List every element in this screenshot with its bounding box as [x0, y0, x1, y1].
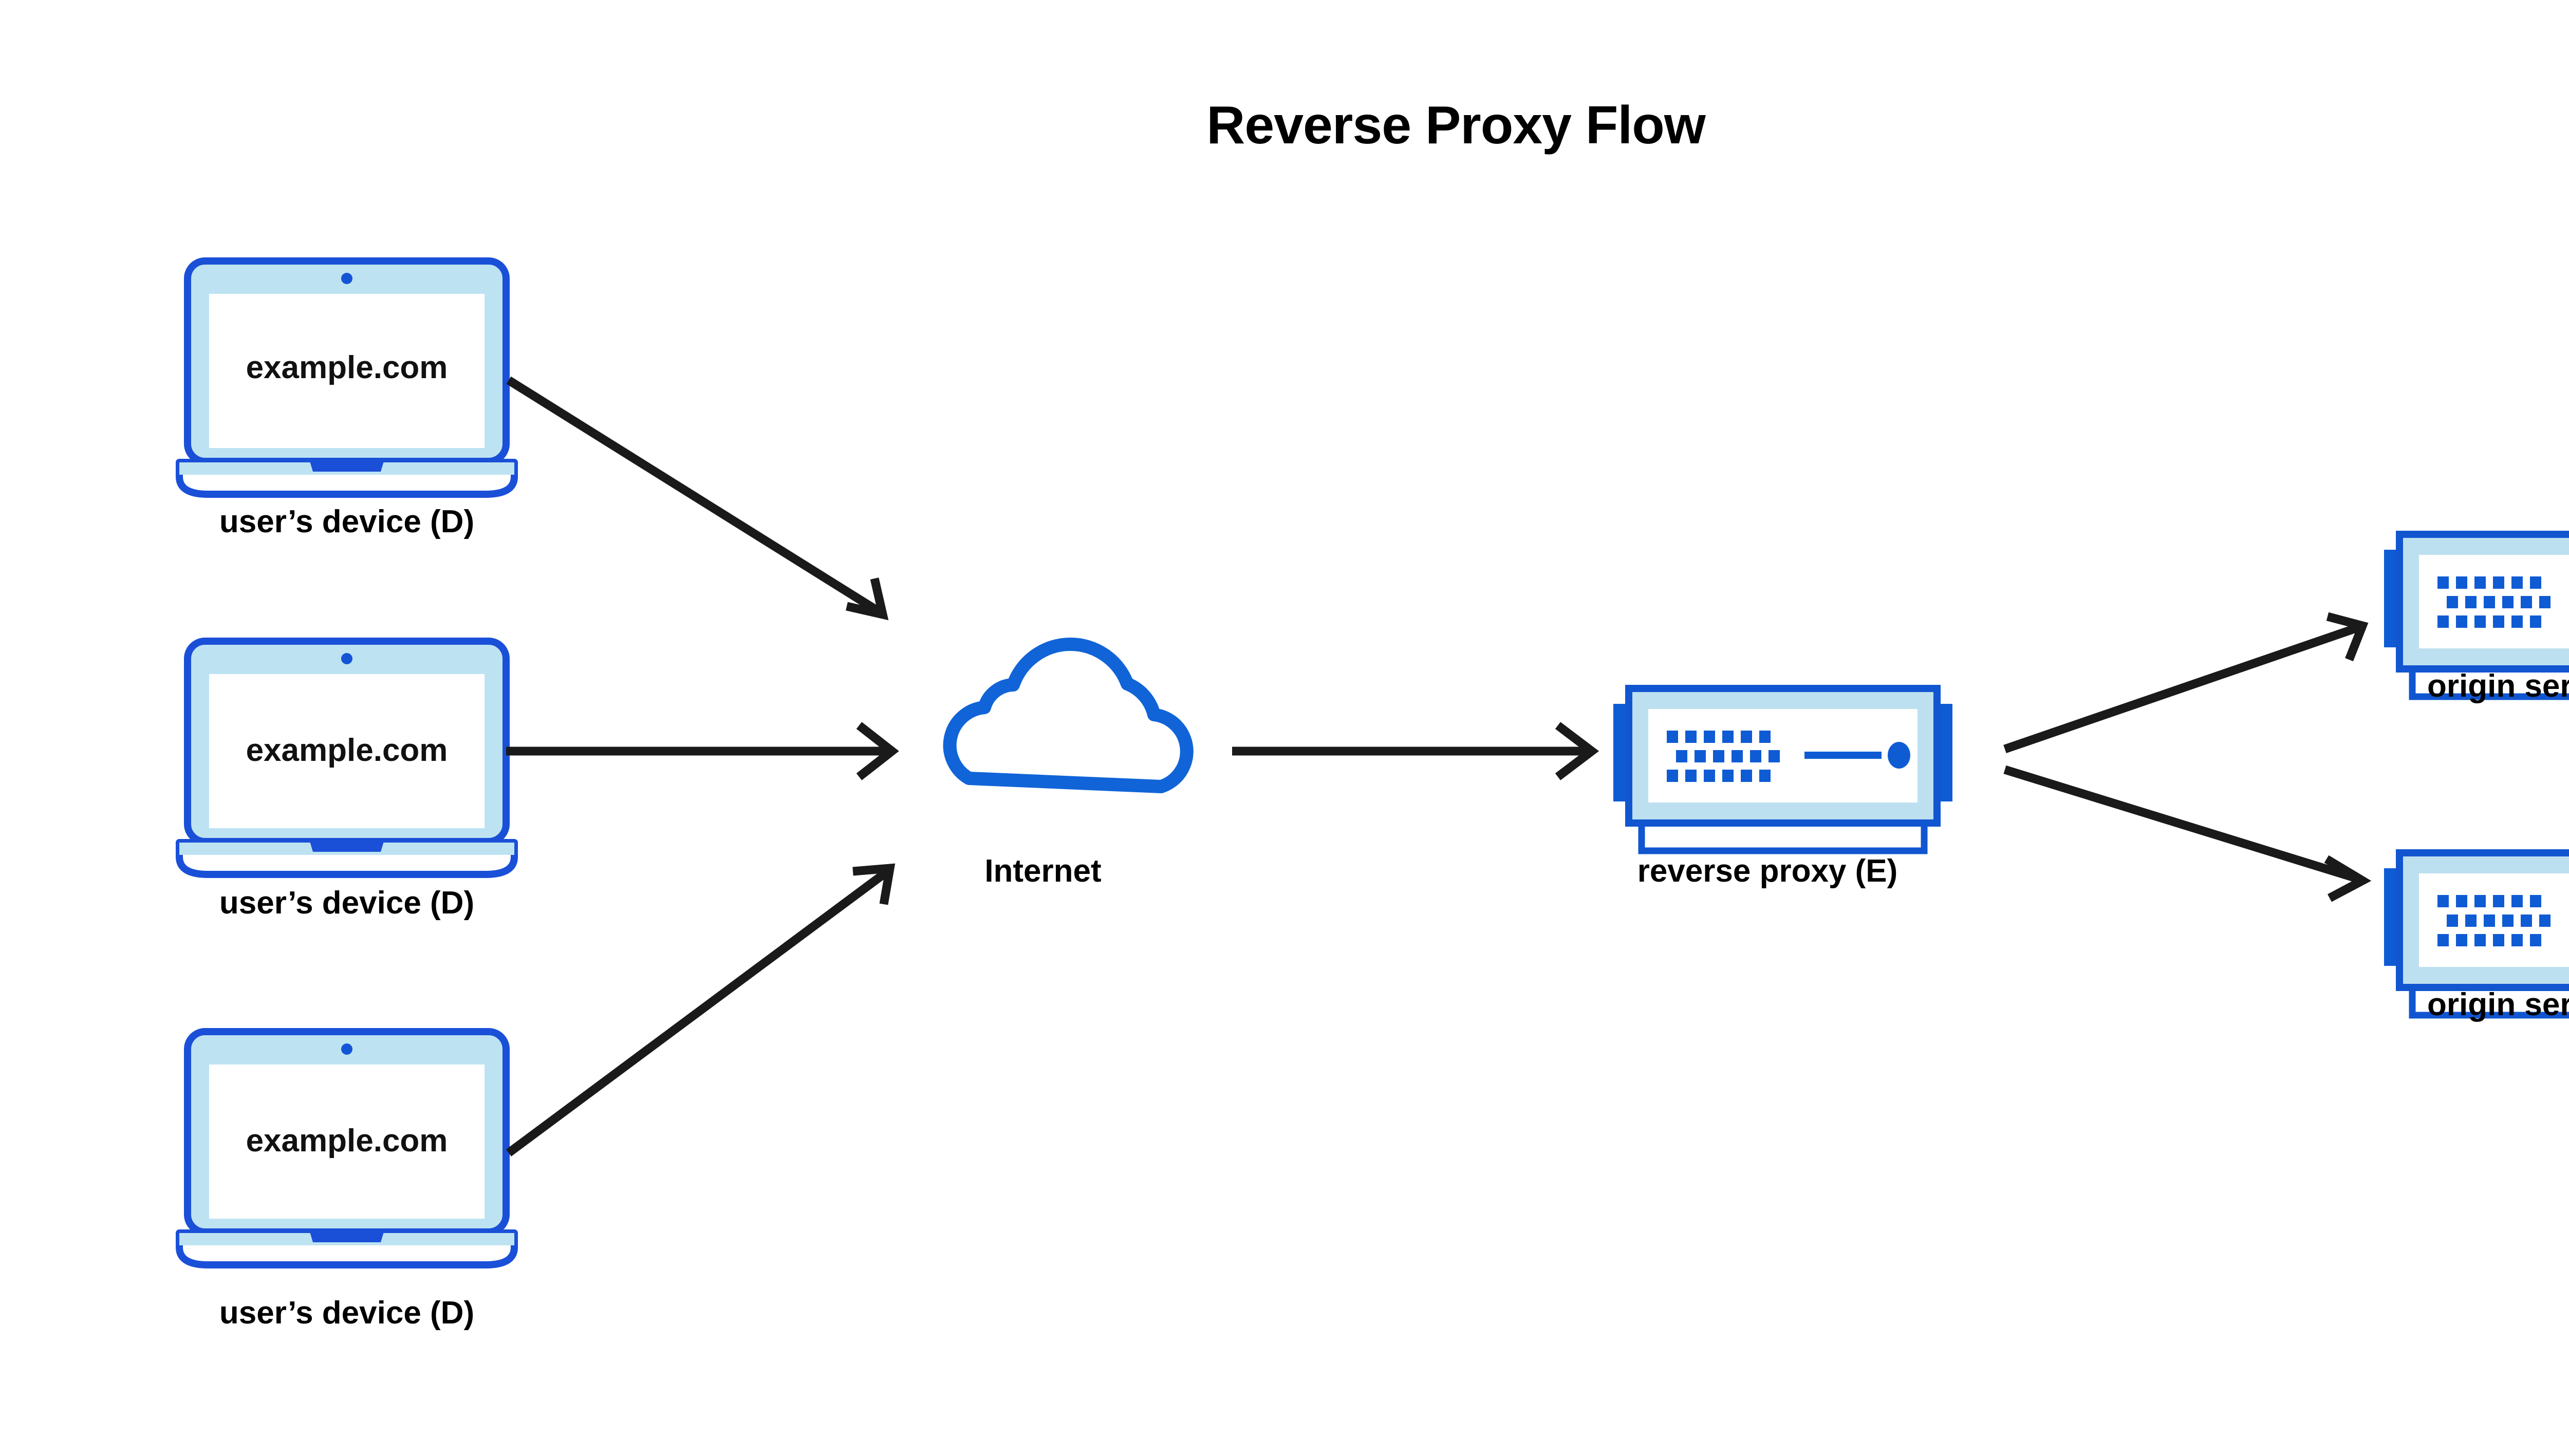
page-title: Reverse Proxy Flow: [1206, 96, 1705, 155]
device-1-label: user’s device (D): [219, 504, 475, 539]
device-1-screen-text: example.com: [246, 350, 448, 385]
reverse-proxy-label: reverse proxy (E): [1637, 853, 1898, 889]
edge-internet-proxy: [1232, 722, 1599, 780]
edge-proxy-origin2: [2003, 765, 2372, 902]
edge-device2-internet: [506, 722, 899, 780]
edge-proxy-origin1: [2003, 612, 2369, 754]
node-reverse-proxy[interactable]: [1613, 688, 1952, 851]
edge-device3-internet: [506, 863, 896, 1156]
origin-1-label: origin server (F): [2427, 668, 2569, 704]
device-2-label: user’s device (D): [219, 885, 475, 921]
origin-2-label: origin server (F): [2427, 987, 2569, 1022]
edge-device1-internet: [506, 376, 889, 621]
internet-label: Internet: [984, 853, 1102, 889]
node-internet-cloud[interactable]: [950, 644, 1187, 787]
device-3-screen-text: example.com: [246, 1123, 448, 1159]
device-3-label: user’s device (D): [219, 1295, 475, 1331]
device-2-screen-text: example.com: [246, 733, 448, 768]
